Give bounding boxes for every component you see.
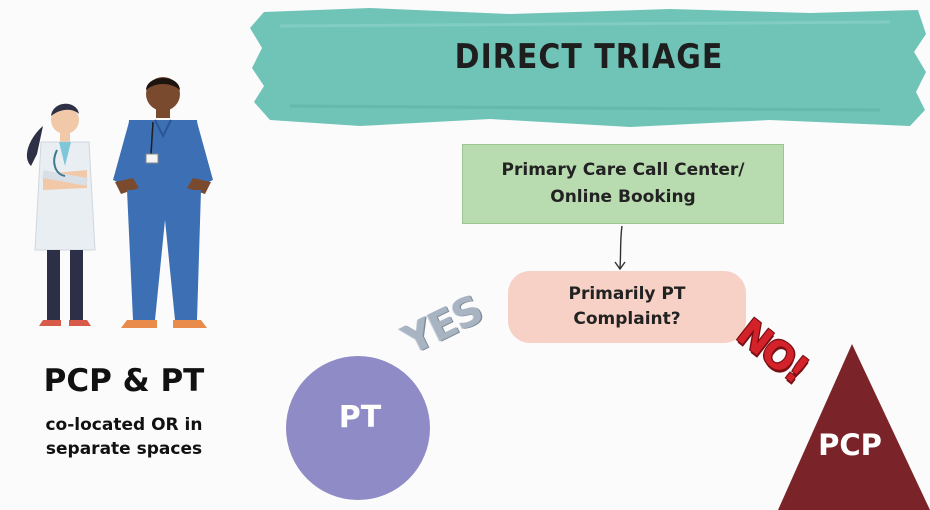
title-banner: [250, 8, 926, 127]
left-subtitle-line1: co-located OR in: [45, 415, 203, 435]
callcenter-line1: Primary Care Call Center/: [501, 160, 745, 180]
left-title: PCP & PT: [43, 363, 205, 399]
left-subtitle-line2: separate spaces: [45, 439, 203, 459]
question-line1: Primarily PT: [568, 284, 686, 304]
clinicians-illustration: [26, 77, 213, 328]
callcenter-line2: Online Booking: [550, 187, 696, 207]
decision-box: Primarily PT Complaint?: [508, 271, 746, 343]
doctor-figure: [26, 103, 96, 326]
question-line2: Complaint?: [573, 309, 681, 329]
left-subtitle: co-located OR in separate spaces: [14, 413, 234, 461]
nurse-figure: [113, 77, 213, 328]
pcp-triangle: [778, 344, 930, 510]
callcenter-box: Primary Care Call Center/ Online Booking: [462, 144, 784, 224]
pcp-label: PCP: [818, 428, 882, 462]
pt-circle: [286, 356, 430, 500]
pt-label: PT: [338, 400, 382, 435]
page-title: DIRECT TRIAGE: [454, 37, 724, 78]
down-arrow-icon: [614, 225, 626, 271]
